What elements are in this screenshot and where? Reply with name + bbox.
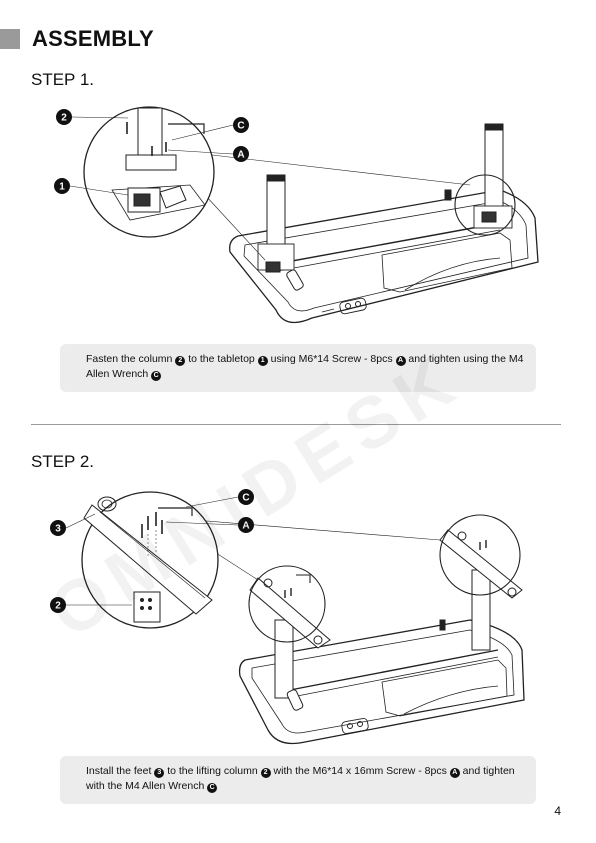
section-marker [0,29,20,49]
badge-2-icon: 2 [260,768,271,778]
step-1-title: STEP 1. [31,70,94,89]
section-title: ASSEMBLY [32,26,154,51]
step-1-callout-1: 1 [54,178,70,194]
svg-text:1: 1 [59,182,65,193]
step-2-caption: Install the feet 3 to the lifting column… [60,756,536,804]
page-number: 4 [554,804,561,818]
step-2-tabletop [238,619,525,745]
step-1-columns [257,123,513,291]
badge-c-icon: C [151,371,162,381]
step-2-title: STEP 2. [31,452,94,471]
svg-text:A: A [237,150,244,161]
svg-text:OMNIDESK: OMNIDESK [36,338,475,654]
step-2-callout-c: C [238,489,254,505]
step-2-callout-a: A [238,517,254,533]
badge-1-icon: 1 [257,356,268,366]
step-1-detail-circle [83,106,215,238]
svg-text:A: A [242,521,249,532]
section-divider [31,424,561,425]
badge-3-icon: 3 [154,768,165,778]
svg-text:C: C [242,493,249,504]
step-2-illustration: C A 3 2 [50,489,525,745]
step-2-callout-2: 2 [50,597,66,613]
step-1-illustration: 2 C A 1 [54,106,539,324]
svg-text:2: 2 [55,601,61,612]
badge-a-icon: A [449,768,460,778]
step-1-callout-2: 2 [56,109,72,125]
badge-c-icon: C [207,783,218,793]
svg-text:2: 2 [61,113,67,124]
badge-a-icon: A [395,356,406,366]
step-1-callout-a: A [233,146,249,162]
step-2-detail-circle [81,491,219,629]
badge-2-icon: 2 [175,356,186,366]
step-2-callout-3: 3 [50,520,66,536]
svg-text:C: C [237,121,244,132]
step-1-caption: Fasten the column 2 to the tabletop 1 us… [60,344,536,392]
step-1-callout-c: C [233,117,249,133]
step-2-columns [249,529,523,711]
svg-text:3: 3 [55,524,61,535]
